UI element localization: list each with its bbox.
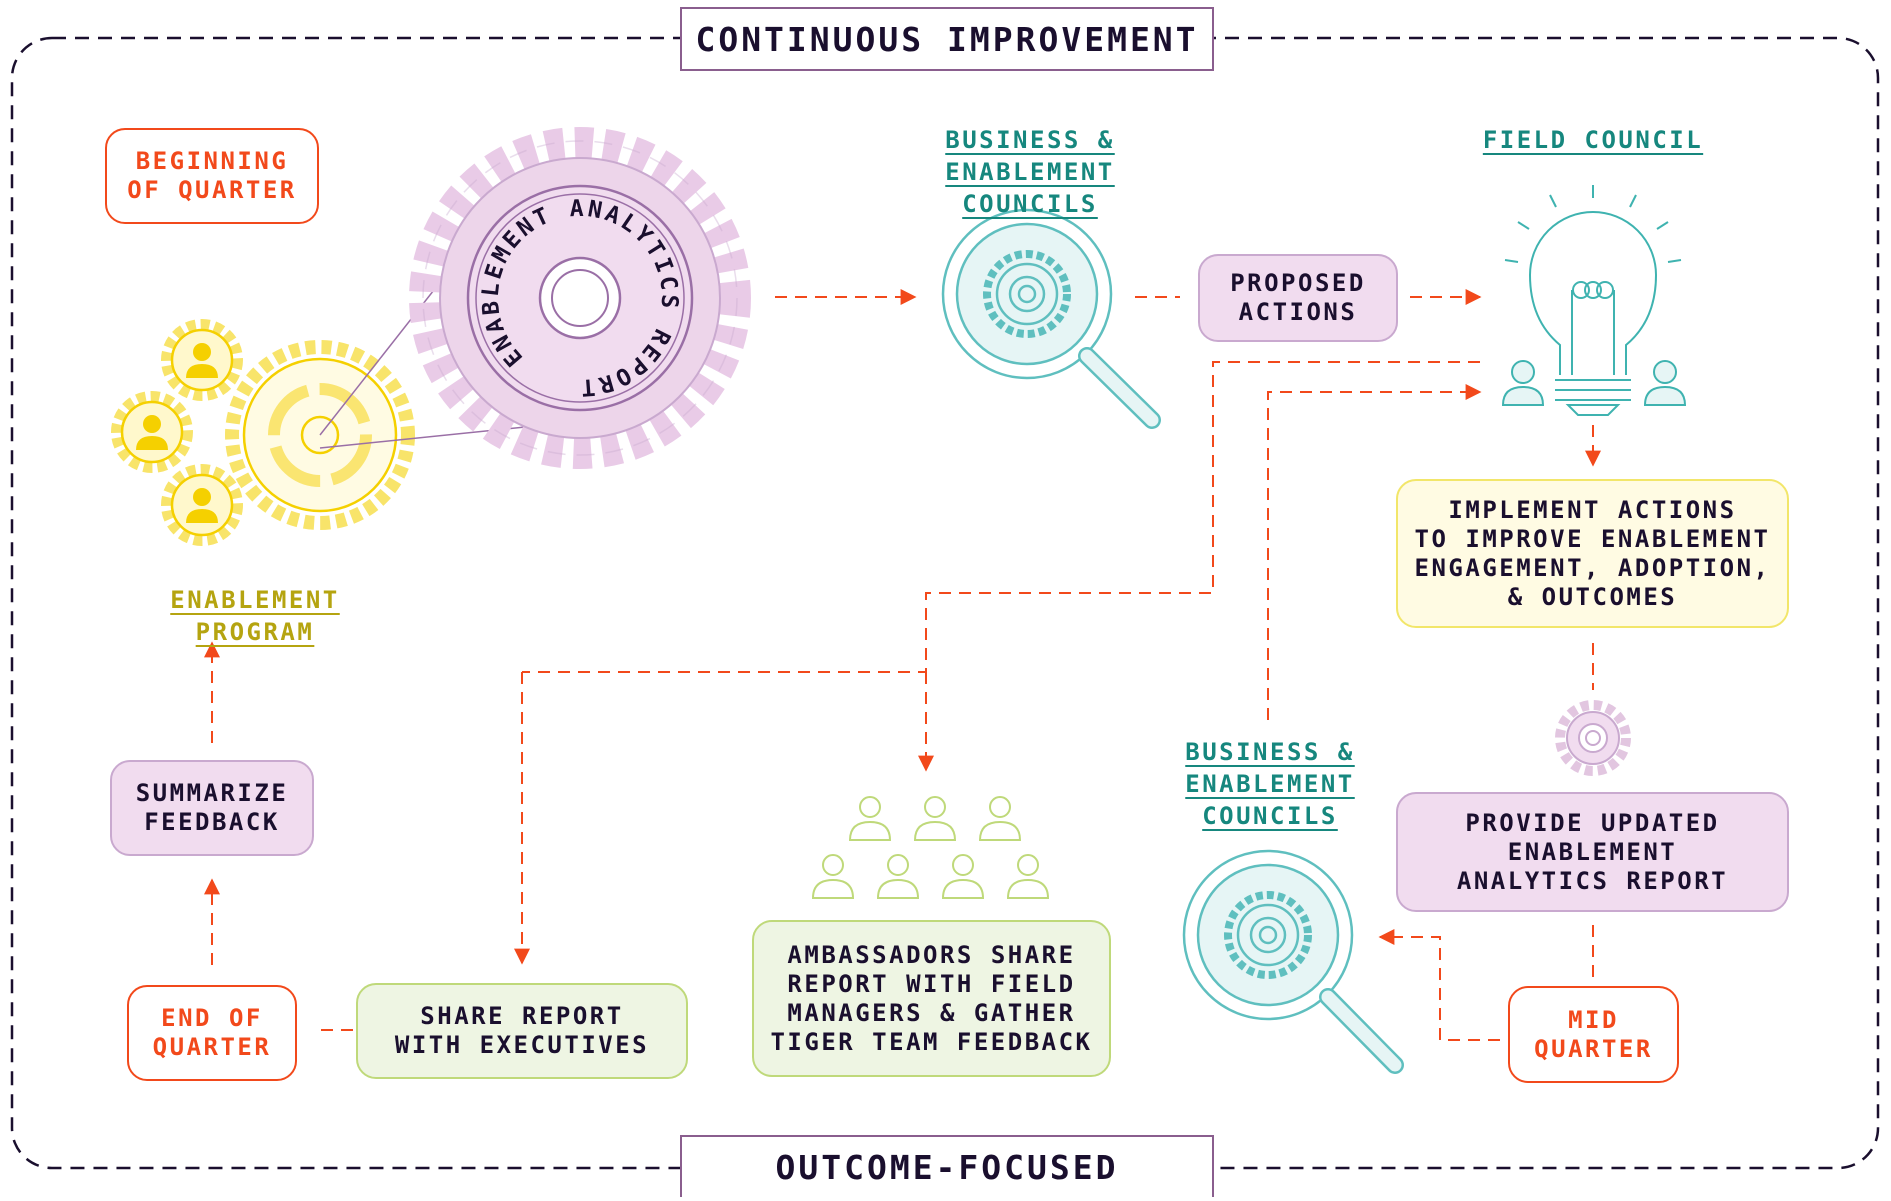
person-icon bbox=[848, 796, 892, 841]
person-icon bbox=[941, 854, 985, 899]
person-icon bbox=[811, 854, 855, 899]
continuous-improvement-label: CONTINUOUS IMPROVEMENT bbox=[680, 7, 1214, 71]
person-icon bbox=[1006, 854, 1050, 899]
arrow-councils-to-field bbox=[1267, 384, 1482, 720]
person-icon bbox=[1501, 360, 1545, 406]
magnifier-gear-icon bbox=[1182, 849, 1404, 1074]
proposed-actions-box: PROPOSED ACTIONS bbox=[1198, 254, 1398, 342]
person-icon bbox=[136, 415, 168, 450]
ambassadors-share-box: AMBASSADORS SHARE REPORT WITH FIELD MANA… bbox=[752, 920, 1111, 1077]
implement-actions-box: IMPLEMENT ACTIONS TO IMPROVE ENABLEMENT … bbox=[1396, 479, 1789, 628]
people-group-icon bbox=[811, 796, 1050, 899]
person-icon bbox=[186, 488, 218, 523]
summarize-feedback-box: SUMMARIZE FEEDBACK bbox=[110, 760, 314, 856]
business-councils-heading-top: BUSINESS & ENABLEMENT COUNCILS bbox=[945, 126, 1115, 218]
gear-icon bbox=[1555, 700, 1631, 776]
person-icon bbox=[876, 854, 920, 899]
arrow-mid-to-councils bbox=[1378, 929, 1500, 1041]
enablement-program-gears bbox=[111, 319, 415, 546]
enablement-program-heading: ENABLEMENT PROGRAM bbox=[170, 586, 340, 646]
beginning-of-quarter-box: BEGINNING OF QUARTER bbox=[105, 128, 319, 224]
person-icon bbox=[913, 796, 957, 841]
share-report-executives-box: SHARE REPORT WITH EXECUTIVES bbox=[356, 983, 688, 1079]
person-icon bbox=[1643, 360, 1687, 406]
provide-updated-report-box: PROVIDE UPDATED ENABLEMENT ANALYTICS REP… bbox=[1396, 792, 1789, 912]
field-council-people bbox=[1501, 360, 1687, 406]
line-field-to-branch bbox=[522, 361, 1480, 673]
magnifier-gear-icon bbox=[941, 208, 1161, 429]
person-icon bbox=[186, 343, 218, 378]
mid-quarter-box: MID QUARTER bbox=[1508, 986, 1679, 1083]
lightbulb-icon bbox=[1504, 185, 1682, 416]
person-icon bbox=[978, 796, 1022, 841]
program-person-icons bbox=[136, 343, 218, 523]
outcome-focused-label: OUTCOME-FOCUSED bbox=[680, 1135, 1214, 1197]
connectors bbox=[204, 289, 1601, 1041]
analytics-gear-icon bbox=[409, 127, 751, 469]
field-council-heading: FIELD COUNCIL bbox=[1482, 126, 1704, 154]
business-councils-heading-bottom: BUSINESS & ENABLEMENT COUNCILS bbox=[1185, 738, 1355, 830]
end-of-quarter-box: END OF QUARTER bbox=[127, 985, 297, 1081]
